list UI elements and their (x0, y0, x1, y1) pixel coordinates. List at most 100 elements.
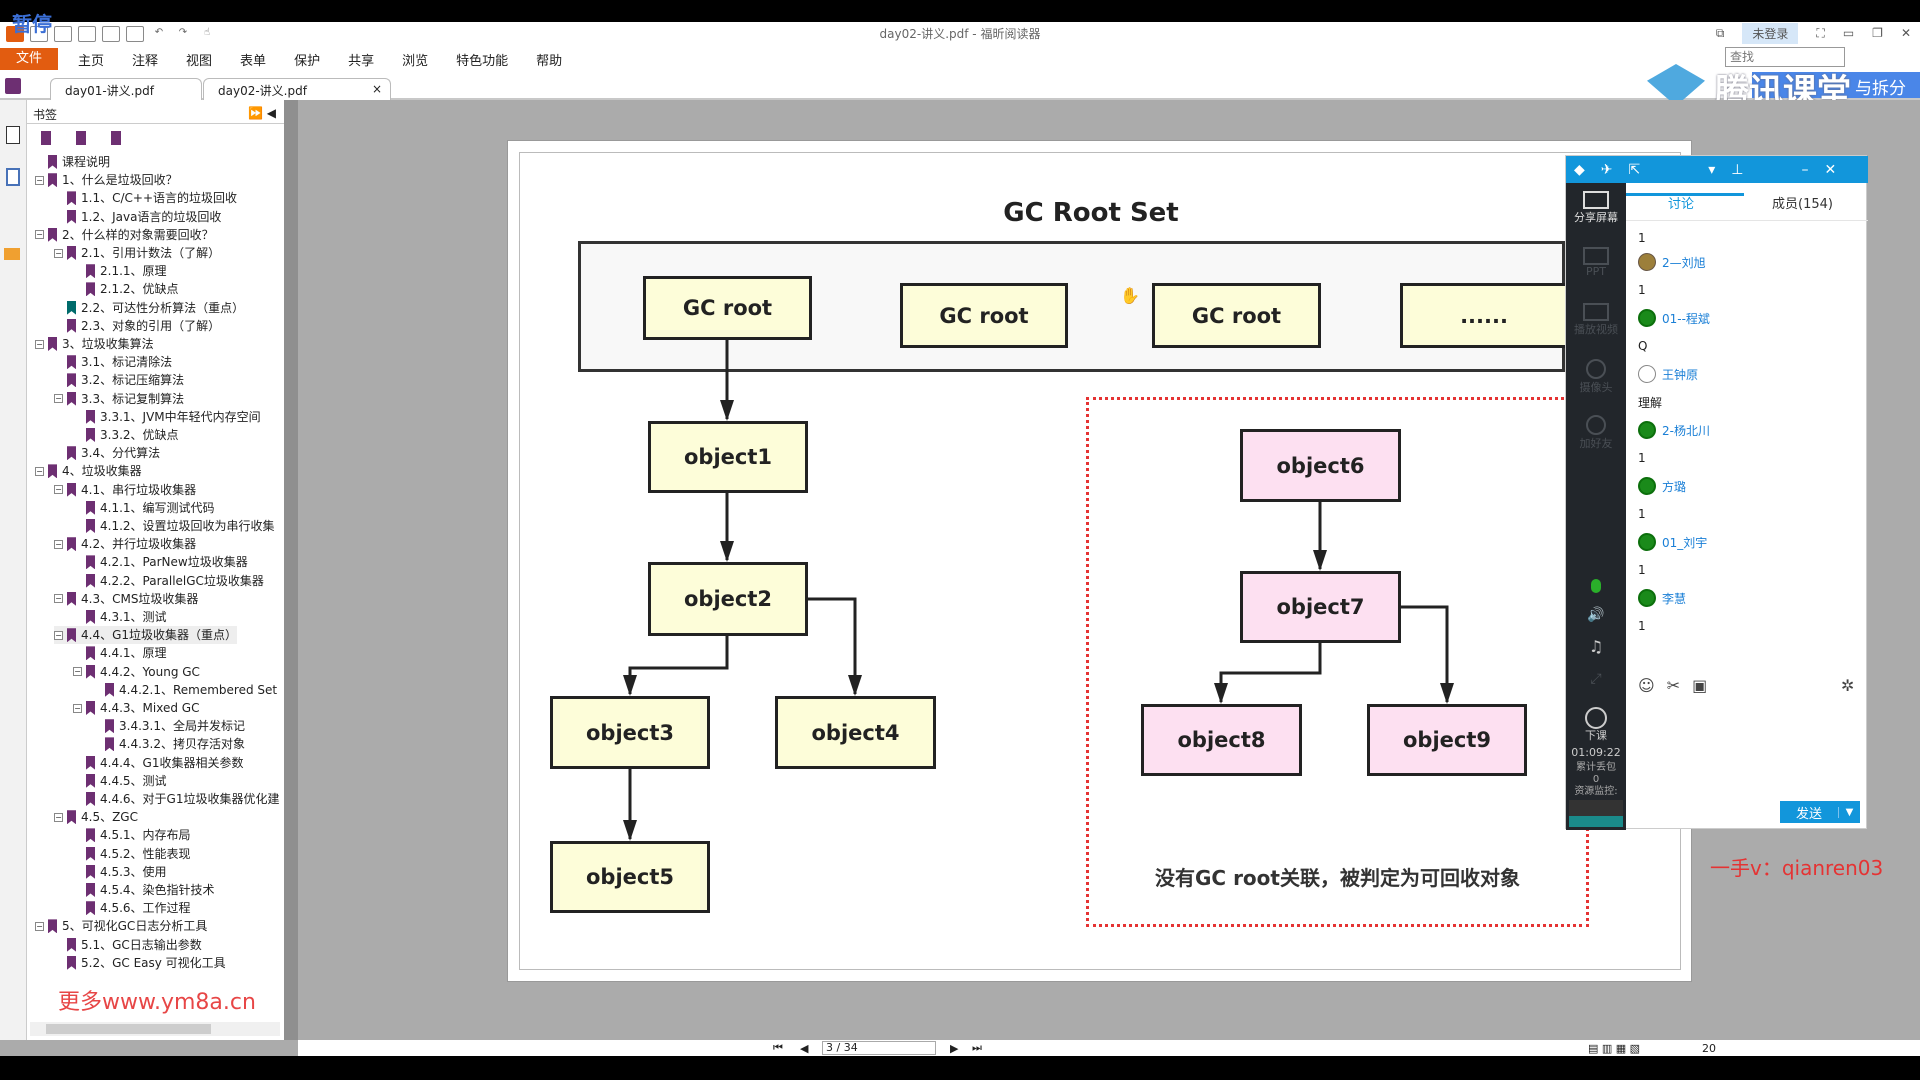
bookmark-item[interactable]: 3.4、分代算法 (54, 444, 160, 462)
pause-label[interactable]: 暂停 (12, 12, 52, 36)
bookmark-item[interactable]: 4.1.1、编写测试代码 (73, 499, 215, 517)
bookmark-item[interactable]: 2.1.1、原理 (73, 262, 167, 280)
collapse-icon[interactable]: − (73, 667, 82, 677)
prev-page-icon[interactable]: ◀ (800, 1041, 809, 1055)
view-mode-icons[interactable]: ▤ ▥ ▦ ▧ (1588, 1041, 1641, 1055)
bookmark-item[interactable]: 4.2.1、ParNew垃圾收集器 (73, 553, 248, 571)
bookmark-item[interactable]: −4.5、ZGC (54, 808, 138, 826)
maximize-icon[interactable]: ❐ (1872, 26, 1883, 40)
tab-close-icon[interactable]: × (371, 82, 382, 96)
bookmark-item[interactable]: 1.2、Java语言的垃圾回收 (54, 208, 221, 226)
bookmark-item[interactable]: 5.1、GC日志输出参数 (54, 936, 202, 954)
tab-day02[interactable]: day02-讲义.pdf× (203, 78, 391, 100)
last-page-icon[interactable]: ⏭ (972, 1041, 982, 1054)
new-icon[interactable] (126, 26, 144, 42)
collapse-icon[interactable]: − (54, 539, 63, 549)
tab-day01[interactable]: day01-讲义.pdf (50, 78, 202, 100)
bookmark-item[interactable]: 3.2、标记压缩算法 (54, 371, 184, 389)
bookmark-item[interactable]: −4.4、G1垃圾收集器（重点） (54, 626, 238, 645)
bookmark-item[interactable]: 3.3.1、JVM中年轻代内存空间 (73, 408, 261, 426)
collapse-icon[interactable]: − (35, 175, 44, 185)
bookmark-item[interactable]: 4.4.6、对于G1垃圾收集器优化建 (73, 790, 279, 808)
login-status[interactable]: 未登录 (1742, 22, 1799, 44)
bookmark-item[interactable]: 4.4.4、G1收集器相关参数 (73, 754, 243, 772)
sender-name[interactable]: 2-杨北川 (1662, 423, 1710, 438)
menu-protect[interactable]: 保护 (294, 53, 321, 69)
menu-view[interactable]: 视图 (186, 53, 213, 69)
menu-share[interactable]: 共享 (348, 53, 375, 69)
music-icon[interactable]: ♫ (1588, 637, 1604, 656)
minimize-icon[interactable]: – (1801, 161, 1809, 178)
collapse-icon[interactable]: − (54, 630, 63, 640)
share-out-icon[interactable]: ⇱ (1628, 161, 1641, 178)
play-video-button[interactable]: 播放视频 (1566, 303, 1626, 337)
collapse-icon[interactable]: − (35, 339, 44, 349)
comments-icon[interactable] (4, 248, 20, 260)
send-button[interactable]: 发送▼ (1780, 801, 1860, 823)
open-icon[interactable] (30, 26, 48, 42)
collapse-icon[interactable]: − (35, 230, 44, 240)
sender-name[interactable]: 01_刘宇 (1662, 535, 1708, 550)
menu-comment[interactable]: 注释 (132, 53, 159, 69)
settings-icon[interactable]: ✲ (1841, 676, 1855, 695)
close-icon[interactable]: ✕ (1824, 161, 1837, 178)
image-icon[interactable]: ▣ (1692, 676, 1708, 695)
goto-bookmark-icon[interactable] (111, 131, 121, 145)
menu-help[interactable]: 帮助 (536, 53, 563, 69)
menu-browse[interactable]: 浏览 (402, 53, 429, 69)
bookmark-item[interactable]: −2.1、引用计数法（了解） (54, 244, 220, 262)
undo-icon[interactable]: ↶ (154, 27, 164, 38)
bookmark-item[interactable]: 课程说明 (35, 153, 110, 171)
collapse-icon[interactable]: − (73, 703, 82, 713)
mic-button[interactable] (1566, 579, 1626, 593)
bookmark-item[interactable]: −4.4.2、Young GC (73, 663, 200, 681)
bookmark-item[interactable]: −1、什么是垃圾回收？ (35, 171, 178, 189)
page-thumbnail-icon[interactable] (6, 126, 20, 144)
pin-icon[interactable]: ⊥ (1731, 161, 1744, 178)
bookmark-item[interactable]: −4.3、CMS垃圾收集器 (54, 590, 198, 608)
bookmark-item[interactable]: 2.2、可达性分析算法（重点） (54, 299, 244, 317)
collapse-icon[interactable]: − (35, 921, 44, 931)
tab-discussion[interactable]: 讨论 (1668, 197, 1695, 212)
bookmark-item[interactable]: 4.4.3.2、拷贝存活对象 (92, 735, 245, 753)
sender-name[interactable]: 2—刘旭 (1662, 255, 1706, 270)
close-icon[interactable]: ✕ (1900, 26, 1911, 40)
bookmark-item[interactable]: −4、垃圾收集器 (35, 462, 142, 480)
panel-collapse-icon[interactable]: ⏩ ◀ (248, 106, 276, 120)
sender-name[interactable]: 王钟原 (1662, 367, 1699, 382)
sender-name[interactable]: 李慧 (1662, 591, 1687, 606)
panel-splitter[interactable] (284, 100, 298, 1040)
bookmark-item[interactable]: −5、可视化GC日志分析工具 (35, 917, 207, 935)
print-icon[interactable] (78, 26, 96, 42)
tab-members[interactable]: 成员(154) (1772, 197, 1833, 212)
properties-icon[interactable] (102, 26, 120, 42)
menu-file[interactable]: 文件 (0, 48, 58, 70)
collapse-icon[interactable]: − (54, 594, 63, 604)
bookmark-item[interactable]: 4.2.2、ParallelGC垃圾收集器 (73, 572, 264, 590)
wechat-avatar-icon[interactable] (1638, 589, 1656, 607)
menu-home[interactable]: 主页 (78, 53, 105, 69)
bookmark-item[interactable]: −4.4.3、Mixed GC (73, 699, 199, 717)
scissors-icon[interactable]: ✂ (1666, 676, 1681, 695)
bookmark-item[interactable]: 1.1、C/C++语言的垃圾回收 (54, 189, 237, 207)
bookmark-item[interactable]: 3.4.3.1、全局并发标记 (92, 717, 245, 735)
bookmark-item[interactable]: 4.4.1、原理 (73, 644, 167, 662)
hand-tool-icon[interactable]: ☝ (203, 27, 211, 38)
menu-features[interactable]: 特色功能 (456, 53, 509, 69)
bookmark-item[interactable]: −4.1、串行垃圾收集器 (54, 481, 196, 499)
ppt-button[interactable]: PPT (1566, 247, 1626, 278)
bookmark-item[interactable]: 4.5.1、内存布局 (73, 826, 191, 844)
plane-icon[interactable]: ✈ (1600, 161, 1613, 178)
collapse-icon[interactable]: − (54, 812, 63, 822)
bookmark-item[interactable]: 4.5.4、染色指针技术 (73, 881, 215, 899)
next-page-icon[interactable]: ▶ (950, 1041, 959, 1055)
bookmark-item[interactable]: 4.4.2.1、Remembered Set (92, 681, 277, 699)
delete-bookmark-icon[interactable] (41, 131, 51, 145)
bookmark-item[interactable]: 2.3、对象的引用（了解） (54, 317, 220, 335)
collapse-icon[interactable]: − (54, 248, 63, 258)
bookmark-item[interactable]: −4.2、并行垃圾收集器 (54, 535, 196, 553)
dropdown-icon[interactable]: ▾ (1708, 161, 1716, 178)
add-friend-button[interactable]: 加好友 (1566, 415, 1626, 451)
collapse-icon[interactable]: − (35, 466, 44, 476)
wechat-avatar-icon[interactable] (1638, 477, 1656, 495)
